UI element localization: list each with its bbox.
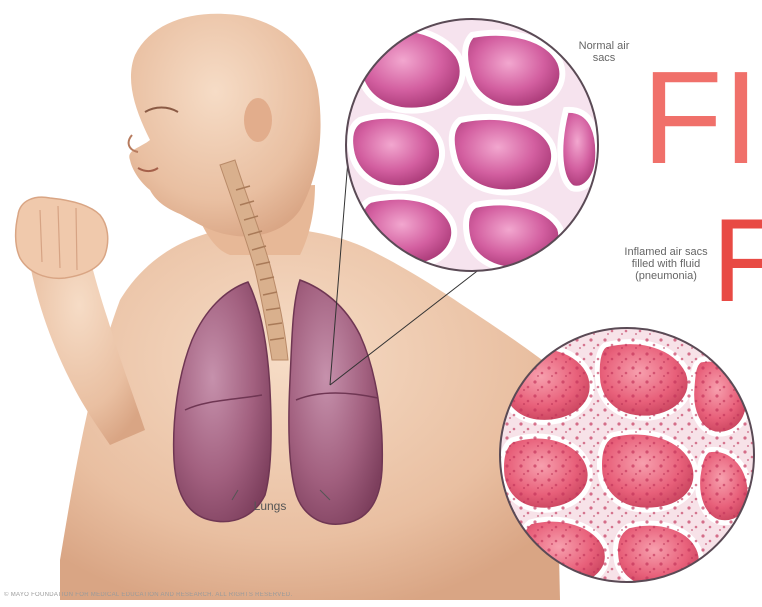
label-normal-air-sacs: Normal air sacs	[568, 40, 640, 64]
fist	[16, 197, 108, 278]
ear	[244, 98, 272, 142]
normal-air-sacs-magnified	[346, 19, 598, 271]
overlay-text-line2: F	[712, 202, 762, 320]
label-inflamed-air-sacs: Inflamed air sacs filled with fluid (pne…	[614, 246, 718, 282]
head	[129, 14, 320, 237]
copyright-notice: © MAYO FOUNDATION FOR MEDICAL EDUCATION …	[4, 592, 564, 598]
label-lungs: Lungs	[240, 500, 300, 512]
overlay-text-line1: FI	[642, 52, 759, 184]
